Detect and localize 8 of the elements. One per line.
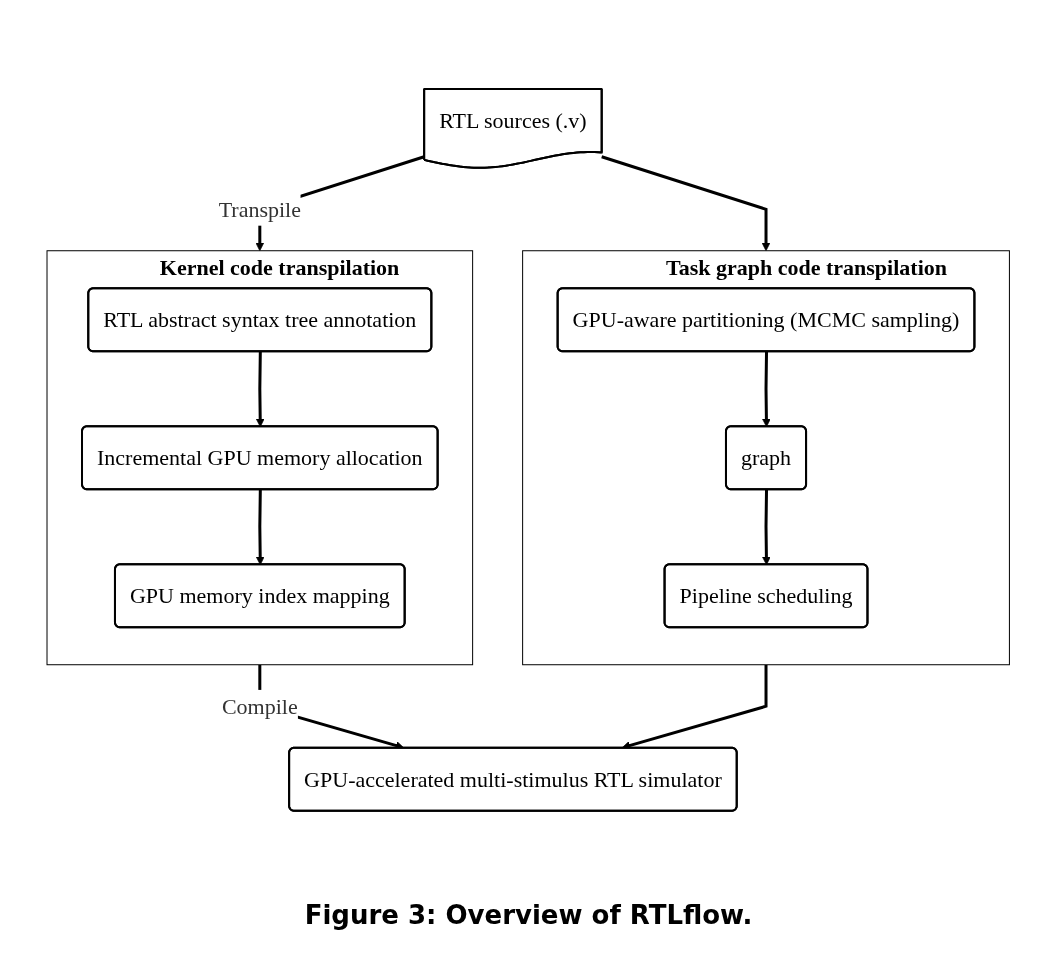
arrow xyxy=(256,351,265,428)
arrow xyxy=(256,489,265,566)
figure-caption: Figure 3: Overview of RTLflow. xyxy=(304,900,753,930)
arrow xyxy=(762,489,772,566)
edge-label: Compile xyxy=(222,693,298,719)
arrow xyxy=(601,155,771,252)
edge-label: Transpile xyxy=(218,196,302,222)
arrow xyxy=(762,351,772,428)
